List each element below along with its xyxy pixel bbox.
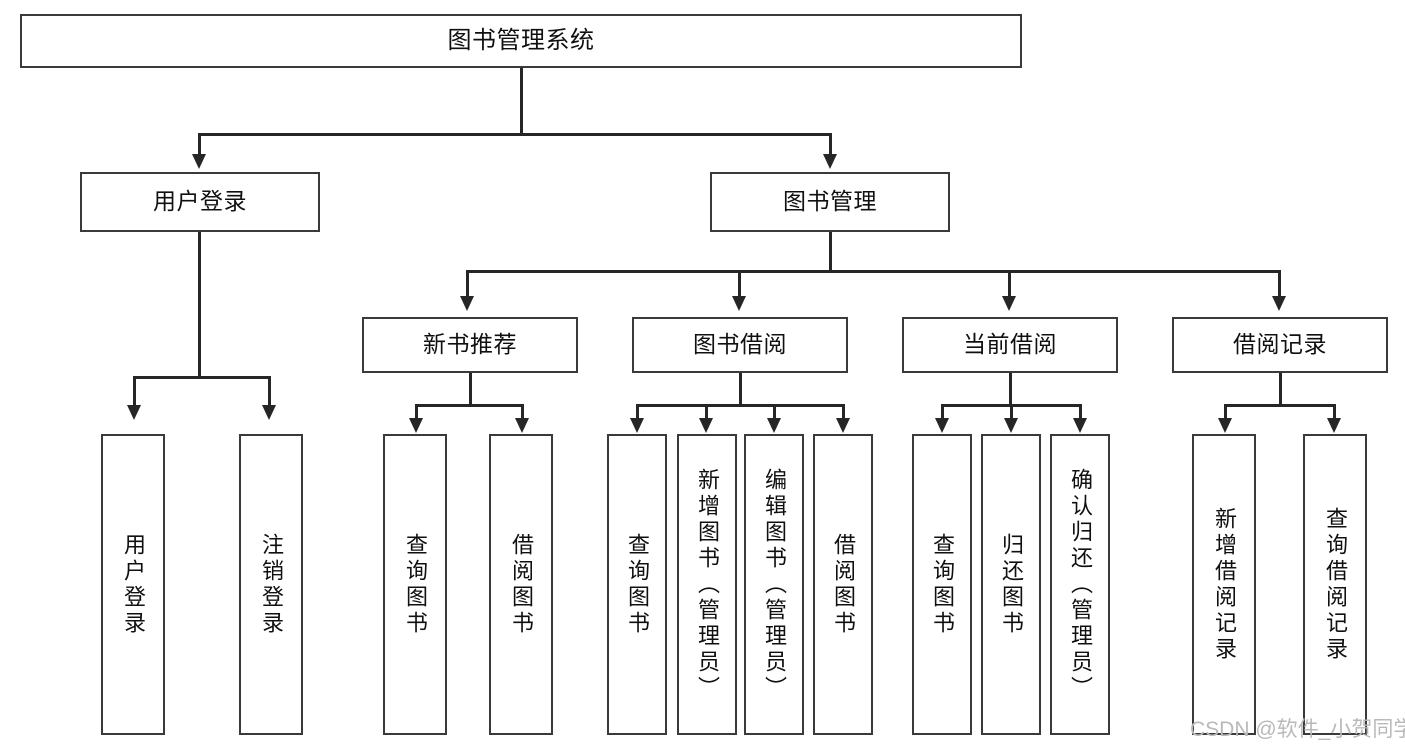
arrowhead-bookborrow-add — [699, 418, 713, 433]
leaf-newbook-query-book[interactable]: 查询图书 — [383, 434, 447, 735]
connector-bookmanage-bus — [466, 270, 1280, 273]
arrowhead-newbook-query — [409, 418, 423, 433]
connector-bookborrow-drop-4 — [842, 404, 845, 420]
connector-borrowrecord-drop-2 — [1333, 404, 1336, 420]
arrowhead-book-borrow — [732, 296, 746, 311]
leaf-label: 查询借阅记录 — [1322, 506, 1348, 663]
connector-newbook-drop-1 — [415, 404, 418, 420]
connector-currentborrow-drop-1 — [941, 404, 944, 420]
leaf-label: 查询图书 — [929, 532, 955, 637]
node-book-manage[interactable]: 图书管理 — [710, 172, 950, 232]
connector-newbook-drop-2 — [521, 404, 524, 420]
leaf-label: 借阅图书 — [508, 532, 534, 637]
connector-bookborrow-drop-1 — [636, 404, 639, 420]
connector-bookmanage-drop-2 — [738, 270, 741, 298]
node-book-borrow[interactable]: 图书借阅 — [632, 317, 848, 373]
connector-root-drop-left — [198, 133, 201, 156]
connector-borrowrecord-drop-1 — [1224, 404, 1227, 420]
arrowhead-borrowrecord-query — [1327, 418, 1341, 433]
leaf-label: 确认归还（管理员） — [1067, 467, 1093, 702]
leaf-label: 查询图书 — [624, 532, 650, 637]
leaf-label: 编辑图书（管理员） — [761, 467, 787, 702]
arrowhead-leaf-logout — [262, 405, 276, 420]
leaf-bookborrow-lend-book[interactable]: 借阅图书 — [813, 434, 873, 735]
connector-bookmanage-drop-1 — [466, 270, 469, 298]
arrowhead-currentborrow-return — [1004, 418, 1018, 433]
leaf-currentborrow-query-book[interactable]: 查询图书 — [912, 434, 972, 735]
node-root-system[interactable]: 图书管理系统 — [20, 14, 1022, 68]
arrowhead-borrowrecord-add — [1218, 418, 1232, 433]
arrowhead-currentborrow-confirm — [1073, 418, 1087, 433]
leaf-currentborrow-return-book[interactable]: 归还图书 — [981, 434, 1041, 735]
connector-userlogin-stem — [198, 232, 201, 378]
connector-currentborrow-drop-2 — [1010, 404, 1013, 420]
arrowhead-bookborrow-query — [630, 418, 644, 433]
connector-root-bus — [198, 133, 832, 136]
leaf-bookborrow-add-book-admin[interactable]: 新增图书（管理员） — [677, 434, 737, 735]
connector-bookborrow-stem — [739, 373, 742, 406]
leaf-bookborrow-edit-book-admin[interactable]: 编辑图书（管理员） — [744, 434, 804, 735]
node-user-login[interactable]: 用户登录 — [80, 172, 320, 232]
connector-userlogin-drop-1 — [133, 376, 136, 407]
arrowhead-bookborrow-edit — [767, 418, 781, 433]
arrowhead-bookborrow-lend — [836, 418, 850, 433]
leaf-label: 归还图书 — [998, 532, 1024, 637]
leaf-label: 注销登录 — [258, 532, 284, 637]
arrowhead-leaf-user-login — [127, 405, 141, 420]
leaf-label: 新增借阅记录 — [1211, 506, 1237, 663]
connector-root-stem — [520, 68, 523, 134]
leaf-currentborrow-confirm-return-admin[interactable]: 确认归还（管理员） — [1050, 434, 1110, 735]
leaf-label: 用户登录 — [120, 532, 146, 637]
connector-bookborrow-drop-3 — [773, 404, 776, 420]
arrowhead-newbook-borrow — [515, 418, 529, 433]
leaf-newbook-borrow-book[interactable]: 借阅图书 — [489, 434, 553, 735]
connector-bookborrow-drop-2 — [705, 404, 708, 420]
arrowhead-currentborrow-query — [935, 418, 949, 433]
node-current-borrow[interactable]: 当前借阅 — [902, 317, 1118, 373]
connector-borrowrecord-stem — [1279, 373, 1282, 406]
connector-bookmanage-drop-4 — [1278, 270, 1281, 298]
connector-borrowrecord-bus — [1224, 404, 1335, 407]
connector-currentborrow-drop-3 — [1079, 404, 1082, 420]
leaf-borrowrecord-add-record[interactable]: 新增借阅记录 — [1192, 434, 1256, 735]
leaf-bookborrow-query-book[interactable]: 查询图书 — [607, 434, 667, 735]
arrowhead-new-book — [460, 296, 474, 311]
arrowhead-current-borrow — [1002, 296, 1016, 311]
leaf-logout[interactable]: 注销登录 — [239, 434, 303, 735]
arrowhead-user-login — [192, 154, 206, 169]
connector-currentborrow-stem — [1009, 373, 1012, 406]
connector-newbook-stem — [469, 373, 472, 406]
arrowhead-book-manage — [823, 154, 837, 169]
connector-bookmanage-stem — [829, 232, 832, 272]
leaf-label: 查询图书 — [402, 532, 428, 637]
leaf-borrowrecord-query-record[interactable]: 查询借阅记录 — [1303, 434, 1367, 735]
leaf-user-login[interactable]: 用户登录 — [101, 434, 165, 735]
connector-newbook-bus — [415, 404, 523, 407]
connector-bookborrow-bus — [636, 404, 844, 407]
connector-userlogin-bus — [133, 376, 270, 379]
leaf-label: 借阅图书 — [830, 532, 856, 637]
connector-root-drop-right — [829, 133, 832, 156]
leaf-label: 新增图书（管理员） — [694, 467, 720, 702]
connector-userlogin-drop-2 — [268, 376, 271, 407]
node-new-book-recommend[interactable]: 新书推荐 — [362, 317, 578, 373]
node-borrow-record[interactable]: 借阅记录 — [1172, 317, 1388, 373]
arrowhead-borrow-record — [1272, 296, 1286, 311]
connector-bookmanage-drop-3 — [1008, 270, 1011, 298]
